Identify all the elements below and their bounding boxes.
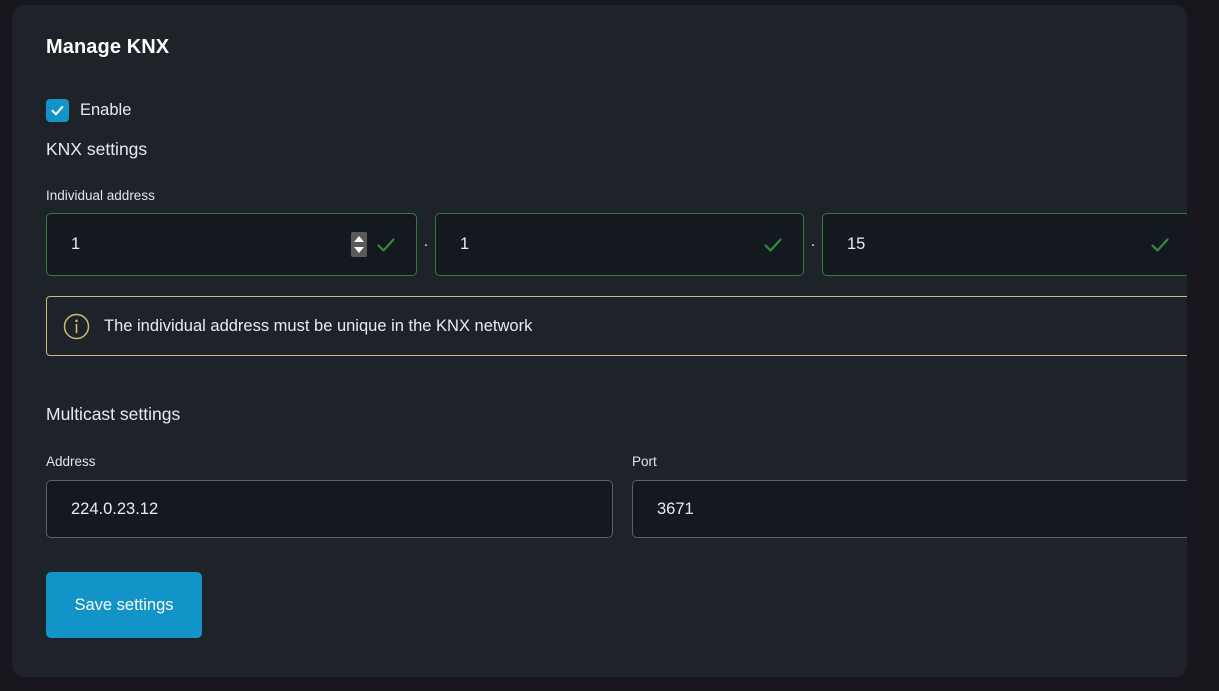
multicast-port-label: Port <box>632 454 657 469</box>
card-content: Manage KNX Enable KNX settings Individua… <box>34 5 1187 677</box>
address-separator-1: . <box>423 232 429 250</box>
individual-address-area-input[interactable]: 1 <box>46 213 417 276</box>
enable-label: Enable <box>80 101 132 120</box>
checkmark-icon <box>51 105 64 116</box>
manage-knx-card: Manage KNX Enable KNX settings Individua… <box>12 5 1187 677</box>
multicast-port-value: 3671 <box>657 499 694 518</box>
valid-check-icon <box>1149 234 1171 256</box>
individual-address-device-input[interactable]: 15 <box>822 213 1187 276</box>
multicast-address-label: Address <box>46 454 96 469</box>
multicast-port-input[interactable]: 3671 <box>632 480 1187 538</box>
multicast-settings-heading: Multicast settings <box>46 404 181 424</box>
knx-settings-heading: KNX settings <box>46 139 148 159</box>
multicast-address-value: 224.0.23.12 <box>71 499 159 518</box>
number-stepper[interactable] <box>351 232 367 257</box>
individual-address-row: 1 . 1 <box>46 212 1187 277</box>
address-separator-2: . <box>810 232 816 250</box>
valid-check-icon <box>762 234 784 256</box>
enable-row[interactable]: Enable <box>46 99 131 122</box>
individual-address-area-value: 1 <box>71 235 81 253</box>
stepper-up-icon[interactable] <box>354 236 364 243</box>
valid-check-icon <box>375 234 397 256</box>
save-settings-button[interactable]: Save settings <box>46 572 202 638</box>
multicast-address-input[interactable]: 224.0.23.12 <box>46 480 613 538</box>
enable-checkbox[interactable] <box>46 99 69 122</box>
individual-address-line-value: 1 <box>460 235 470 253</box>
info-banner-text: The individual address must be unique in… <box>104 316 533 335</box>
individual-address-label: Individual address <box>46 188 155 203</box>
info-circle-icon <box>63 313 90 340</box>
individual-address-device-value: 15 <box>847 235 866 253</box>
stepper-down-icon[interactable] <box>354 246 364 253</box>
info-banner: The individual address must be unique in… <box>46 296 1187 356</box>
page-title: Manage KNX <box>46 36 170 58</box>
individual-address-line-input[interactable]: 1 <box>435 213 804 276</box>
